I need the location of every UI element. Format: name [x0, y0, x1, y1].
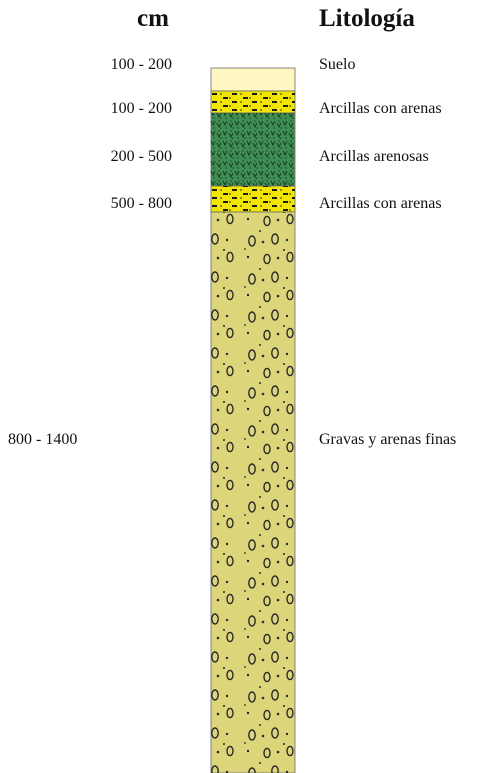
layer-3-pattern [211, 113, 295, 186]
layer-2-pattern [211, 91, 295, 113]
layer-4-pattern [211, 186, 295, 212]
layer-1-plain [211, 68, 295, 91]
layer-5-pattern [211, 212, 295, 773]
